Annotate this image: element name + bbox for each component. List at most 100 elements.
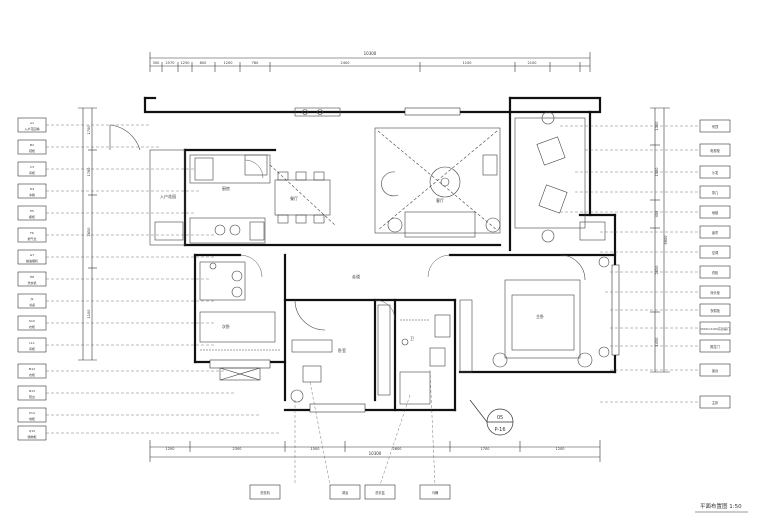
room-label: 走道 (352, 273, 360, 279)
left-dimension (78, 107, 97, 361)
bottom-overall-dim: 10300 (369, 451, 382, 456)
left-tag-text: 衣柜 (29, 372, 35, 377)
left-tag-code: H8 (30, 275, 34, 279)
room-label: 入户花园 (160, 193, 176, 199)
right-note: 沙发 (712, 170, 719, 175)
top-dim: 300 (153, 61, 160, 65)
left-tag-text: 吊柜 (29, 346, 35, 351)
bottom-note-boxes (249, 484, 451, 500)
left-tag-code: M12 (29, 367, 35, 371)
bottom-dim: 1700 (481, 447, 490, 451)
bottom-dim: 1200 (166, 447, 175, 451)
top-overall-dim: 10300 (364, 51, 377, 56)
right-dim: 400 (655, 211, 659, 218)
top-dim: 2100 (528, 61, 537, 65)
top-dim: 2570 (166, 61, 175, 65)
right-note: 地毯 (712, 210, 719, 215)
bottom-dim: 1200 (556, 447, 565, 451)
room-label: 厨房 (222, 185, 230, 191)
top-dim: 1200 (224, 61, 233, 65)
left-tag-text: 衣柜 (29, 324, 35, 329)
left-leader-lines (46, 124, 280, 434)
left-dim: 1100 (87, 310, 91, 319)
bottom-note: 淋浴 (342, 490, 349, 495)
doors (239, 159, 451, 321)
left-tag-text: 入户花园墙 (24, 126, 39, 131)
drawing-title: 平面布置图 1:50 (700, 502, 742, 510)
left-tag-code: A1 (30, 121, 34, 125)
left-tag-code: J9 (30, 297, 34, 301)
left-dim: 1700 (87, 126, 91, 135)
right-note: 电视柜 (710, 148, 720, 153)
room-label: 主卧 (536, 313, 544, 319)
balcony (514, 111, 606, 243)
right-dim: 1450 (655, 338, 659, 347)
section-marker (469, 399, 514, 436)
right-overall-dim: 6900 (664, 236, 668, 245)
right-note: 窗帘 (712, 230, 718, 235)
left-tag-text: 地柜 (29, 416, 35, 421)
dining (269, 164, 336, 226)
left-tag-code: K10 (29, 319, 35, 323)
right-note: 窗台 (712, 368, 718, 373)
cabinet-top (294, 107, 341, 117)
top-dimension (149, 52, 591, 72)
left-tag-boxes (17, 117, 47, 441)
right-note-boxes (699, 119, 731, 409)
left-tag-text: 洗衣机 (27, 280, 36, 285)
right-note: 茶几 (712, 190, 719, 195)
left-tag-code: C3 (30, 165, 34, 169)
left-tag-text: 抽油烟机 (26, 258, 38, 263)
living-room (374, 127, 501, 238)
entry-garden (109, 124, 186, 246)
right-dim: 2850 (655, 266, 659, 275)
left-tag-code: E5 (30, 209, 34, 213)
master-bedroom (459, 254, 610, 373)
left-tag-text: 阳台 (29, 394, 35, 399)
left-tag-text: 鞋柜 (29, 148, 35, 153)
top-dim: 760 (252, 61, 259, 65)
bottom-note: 马桶 (432, 490, 438, 495)
bottom-dim: 2600 (393, 447, 402, 451)
section-sheet: P-16 (494, 427, 505, 433)
kitchen (189, 154, 271, 244)
left-dim: 1780 (87, 168, 91, 177)
right-note: 1500×2100高双扇门 (700, 326, 730, 331)
right-note: 吊顶 (712, 125, 719, 129)
bottom-dim: 2300 (233, 447, 242, 451)
bottom-note: 洗衣机 (260, 490, 270, 495)
room-label: 餐厅 (290, 195, 298, 201)
room-label: 客厅 (436, 197, 444, 203)
right-note: 推拉门 (710, 344, 720, 349)
bathroom (399, 314, 451, 405)
right-note: 衣帽柜 (710, 308, 720, 313)
top-dim: 1250 (181, 61, 190, 65)
top-dim: 2400 (341, 61, 350, 65)
room-label: 次卧 (222, 323, 230, 329)
right-note: 床头柜 (710, 290, 720, 295)
left-tag-text: 冰箱 (29, 192, 35, 197)
left-tag-code: P14 (29, 411, 35, 415)
bottom-dimension (149, 440, 601, 462)
left-tag-text: 橱柜 (29, 214, 35, 219)
center-bedroom (290, 299, 391, 403)
left-tag-code: Q15 (29, 429, 35, 433)
second-bedroom (199, 261, 280, 381)
bottom-leader-lines (294, 369, 436, 486)
left-tag-code: D4 (30, 187, 34, 191)
right-note: 衣柜 (712, 270, 719, 275)
left-tag-text: 吊柜 (29, 170, 35, 175)
left-tag-code: G7 (30, 253, 34, 257)
right-note: 空调 (712, 250, 718, 255)
left-tag-text: 储物柜 (27, 434, 36, 439)
left-tag-code: N13 (29, 389, 35, 393)
bottom-note: 洗手盆 (375, 490, 385, 495)
room-label: 卧室 (338, 347, 346, 353)
right-note: 主卧 (712, 400, 719, 405)
right-leader-lines (560, 125, 700, 403)
section-number: 05 (497, 415, 503, 421)
left-tag-code: F6 (30, 231, 34, 235)
left-tag-text: 书桌 (29, 302, 35, 307)
left-tag-code: L11 (29, 341, 35, 345)
